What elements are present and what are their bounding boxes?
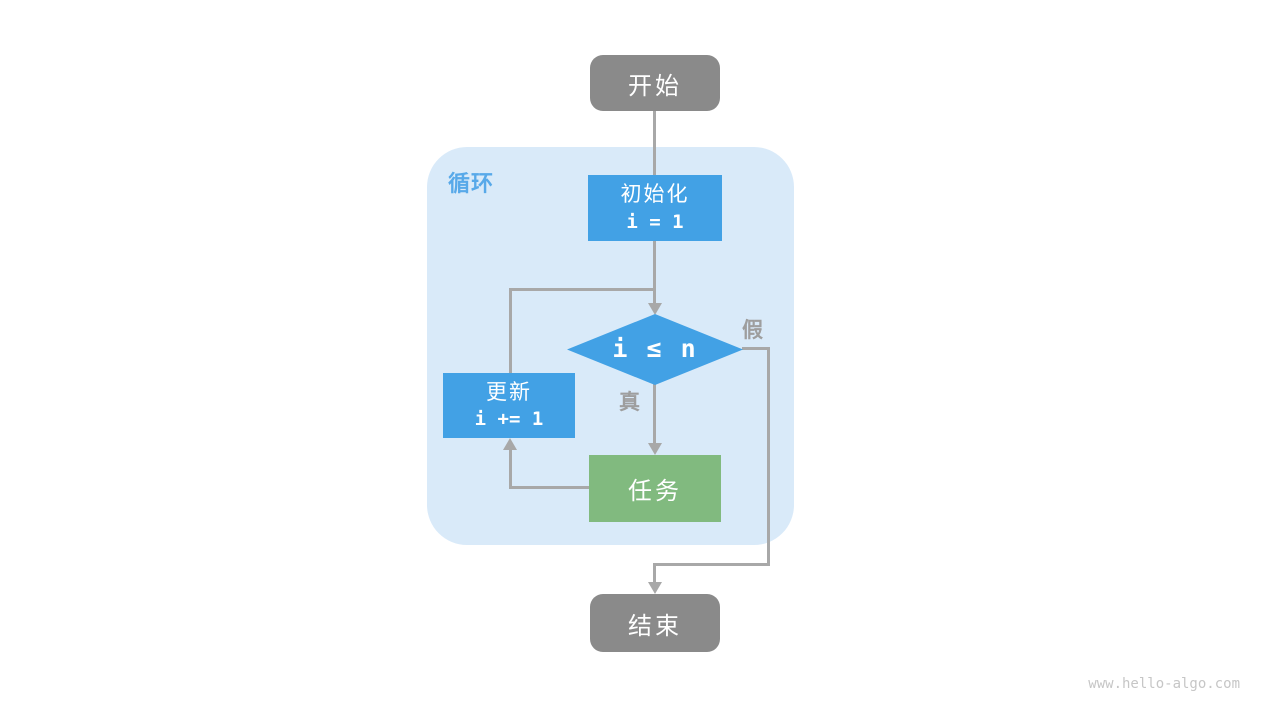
arrowhead-into-task	[648, 443, 662, 455]
end-node: 结束	[590, 594, 720, 652]
watermark: www.hello-algo.com	[1088, 676, 1240, 692]
edge-false-down	[767, 347, 770, 566]
edge-false-right	[742, 347, 770, 350]
init-node-code: i = 1	[626, 210, 684, 233]
true-branch-label: 真	[619, 391, 640, 414]
end-node-label: 结束	[628, 612, 682, 640]
false-branch-label: 假	[742, 319, 763, 342]
edge-condition-to-task	[653, 384, 656, 444]
edge-task-to-update-vertical	[509, 449, 512, 489]
edge-init-to-condition	[653, 240, 656, 304]
edge-into-end	[653, 563, 656, 584]
init-node: 初始化 i = 1	[588, 175, 722, 241]
start-node-label: 开始	[628, 72, 682, 100]
arrowhead-into-condition	[648, 303, 662, 315]
update-node-code: i += 1	[474, 408, 544, 431]
arrowhead-into-update	[503, 438, 517, 450]
edge-start-to-init	[653, 110, 656, 176]
edge-loopback-left	[509, 288, 512, 373]
edge-task-to-update-horizontal	[509, 486, 590, 489]
condition-node-code: i ≤ n	[612, 334, 698, 364]
arrowhead-into-end	[648, 582, 662, 594]
start-node: 开始	[590, 55, 720, 111]
edge-loopback-top	[509, 288, 656, 291]
init-node-title: 初始化	[620, 183, 690, 207]
task-node-label: 任务	[628, 478, 682, 505]
edge-false-bottom	[653, 563, 770, 566]
loop-label: 循环	[448, 171, 495, 196]
task-node: 任务	[589, 455, 721, 522]
update-node-title: 更新	[486, 380, 532, 404]
update-node: 更新 i += 1	[443, 373, 575, 438]
